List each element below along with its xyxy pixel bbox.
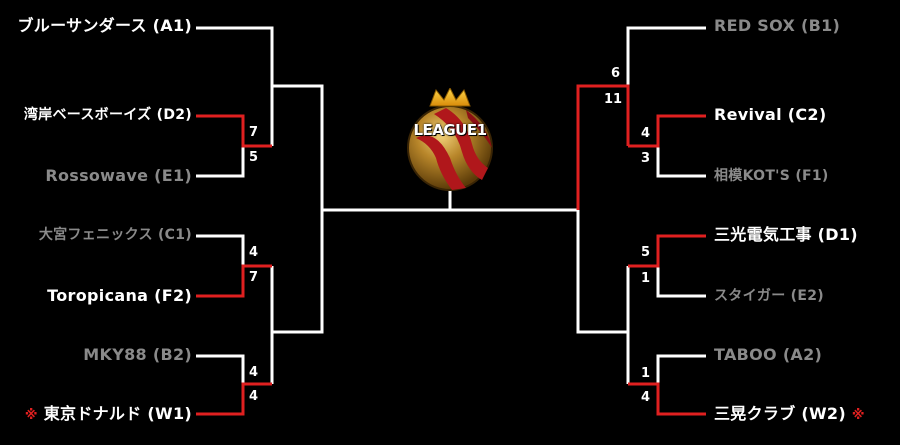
winner-line — [196, 114, 272, 148]
score-left-r3-bot: 4 — [249, 389, 259, 404]
score-right-r3-top: 1 — [641, 366, 651, 381]
bracket-line — [656, 146, 706, 178]
team-left-1[interactable]: ブルーサンダース (A1) — [17, 16, 192, 35]
bracket-line — [656, 266, 706, 298]
winner-line — [576, 84, 630, 210]
logo-text: LEAGUE1 — [413, 121, 487, 139]
bracket-line — [576, 210, 630, 334]
score-left-r2-bot: 7 — [249, 270, 259, 285]
note-mark: ※ — [851, 408, 865, 423]
score-left-r1-top: 7 — [249, 125, 259, 140]
team-right-4[interactable]: 三光電気工事 (D1) — [714, 225, 858, 244]
team-left-3[interactable]: Rossowave (E1) — [45, 166, 192, 185]
bracket-line — [626, 26, 706, 86]
team-right-1[interactable]: RED SOX (B1) — [714, 16, 841, 35]
team-left-2[interactable]: 湾岸ベースボーイズ (D2) — [23, 107, 192, 123]
score-right-r3-bot: 4 — [641, 390, 651, 405]
score-right-r1-top: 4 — [641, 126, 651, 141]
note-mark: ※ — [24, 408, 38, 423]
team-left-7[interactable]: ※ 東京ドナルド (W1) — [25, 404, 192, 426]
score-left-r3-top: 4 — [249, 365, 259, 380]
winner-line — [628, 114, 706, 148]
winner-line — [196, 382, 272, 416]
winner-line — [196, 264, 272, 298]
winner-line — [628, 234, 706, 268]
score-right-r1-bot: 3 — [641, 151, 651, 166]
bracket-line — [656, 354, 706, 384]
score-left-r1-bot: 5 — [249, 150, 259, 165]
team-left-6[interactable]: MKY88 (B2) — [83, 345, 192, 364]
team-right-7-label: 三晃クラブ (W2) — [714, 404, 846, 423]
team-left-4[interactable]: 大宮フェニックス (C1) — [38, 227, 192, 243]
score-right-r2-top: 5 — [641, 245, 651, 260]
team-right-3[interactable]: 相模KOT'S (F1) — [714, 168, 829, 184]
bracket-line — [196, 354, 245, 384]
team-right-6[interactable]: TABOO (A2) — [714, 345, 823, 364]
team-left-5[interactable]: Toropicana (F2) — [47, 286, 192, 305]
score-right-semi-bot: 11 — [604, 92, 623, 107]
team-left-7-label: 東京ドナルド (W1) — [43, 404, 192, 423]
winner-line — [628, 382, 706, 416]
team-right-2[interactable]: Revival (C2) — [714, 105, 827, 124]
league-logo: LEAGUE1 — [406, 86, 494, 192]
team-right-5[interactable]: スタイガー (E2) — [714, 288, 824, 304]
team-right-7[interactable]: 三晃クラブ (W2) ※ — [714, 404, 865, 426]
crown-ball-icon — [407, 86, 493, 191]
score-left-r2-top: 4 — [249, 245, 259, 260]
bracket-line — [196, 146, 245, 178]
score-right-r2-bot: 1 — [641, 271, 651, 286]
bracket-line — [196, 26, 274, 146]
bracket-line — [196, 234, 245, 266]
bracket-line — [272, 84, 324, 334]
score-right-semi-top: 6 — [611, 66, 621, 81]
